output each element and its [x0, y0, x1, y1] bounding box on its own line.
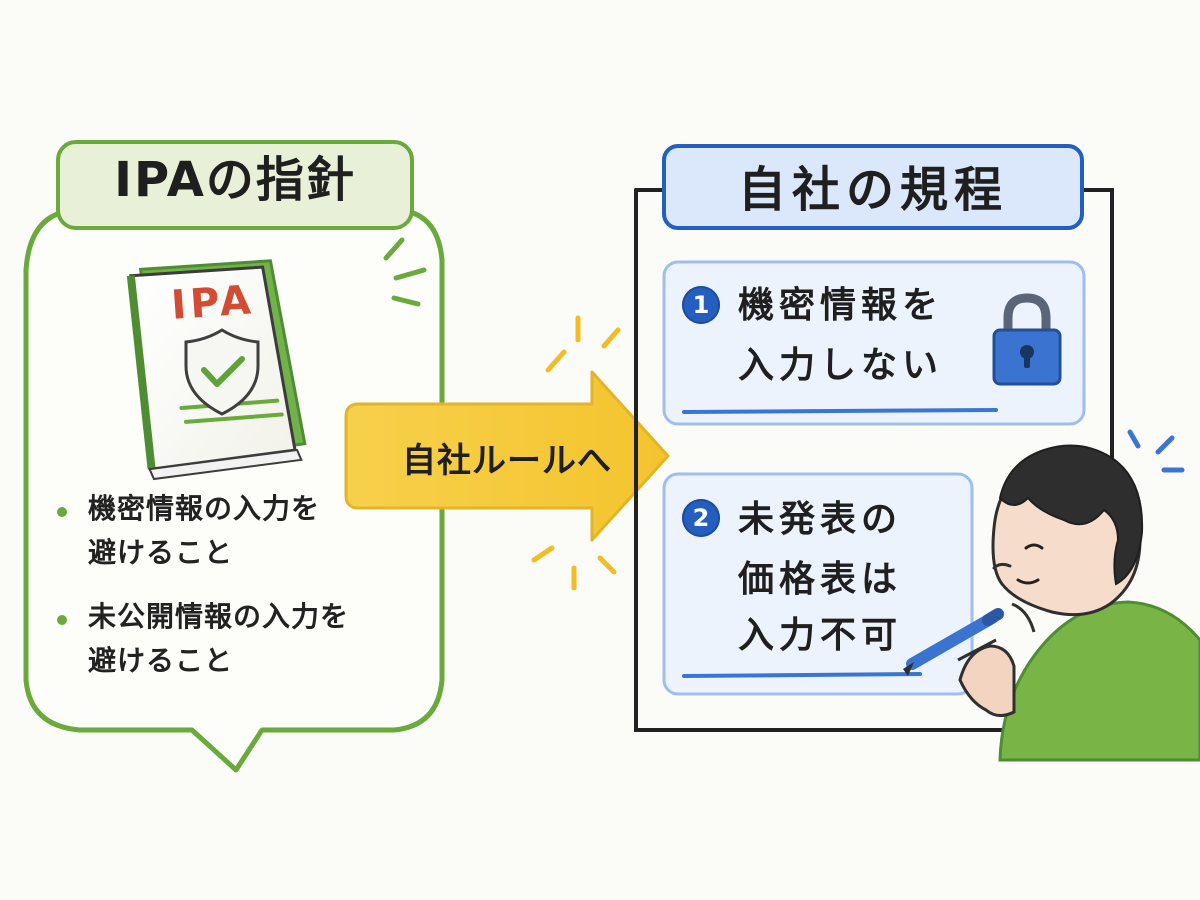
left-bullet-2-line-2: 避けること [88, 644, 234, 677]
right-title-box [662, 144, 1084, 230]
rule-1-line-2: 入力しない [738, 345, 944, 386]
rule-1-line-1: 機密情報を [738, 285, 944, 326]
arrow-label: 自社ルールへ [402, 441, 612, 481]
left-bullets-dots [57, 507, 67, 625]
rule-card-1 [662, 260, 1086, 426]
left-bullet-1-line-2: 避けること [88, 536, 234, 569]
left-bullet-1-line-1: 機密情報の入力を [88, 492, 321, 525]
shield-check-icon [184, 328, 260, 416]
rule-2-line-3: 入力不可 [738, 615, 903, 656]
person-writing-icon [957, 444, 1200, 762]
transition-arrow [344, 370, 670, 542]
pen-icon [903, 608, 1004, 676]
rule-card-2 [662, 472, 974, 696]
rule-1-number-badge: 1 [682, 286, 720, 324]
padlock-icon [992, 293, 1062, 386]
rule-2-number-badge: 2 [682, 499, 720, 537]
person-sparkle-lines [1127, 429, 1185, 473]
left-sparkle-lines [383, 237, 427, 307]
left-panel-title: IPAの指針 [114, 152, 356, 208]
arrow-sparkle-lines [531, 315, 621, 591]
book-cover-label: IPA [169, 277, 257, 329]
left-guideline-panel [23, 207, 445, 773]
left-bullet-2-line-1: 未公開情報の入力を [88, 600, 350, 633]
right-panel-title: 自社の規程 [737, 162, 1008, 218]
rule-2-line-1: 未発表の [738, 499, 903, 540]
left-title-box [56, 140, 414, 230]
rule-2-line-2: 価格表は [738, 559, 903, 600]
